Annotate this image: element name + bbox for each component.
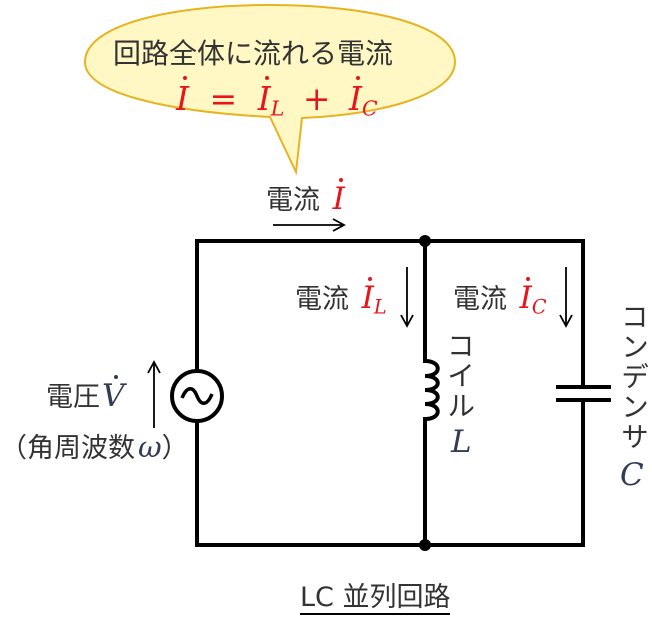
eq-I-dot: I xyxy=(176,76,190,118)
label-current-L-sub: L xyxy=(373,295,387,319)
bubble-equation: I = IL + IC xyxy=(176,76,378,121)
label-capacitor-symbol: C xyxy=(620,457,644,493)
diagram-title: LC 並列回路 xyxy=(300,583,451,616)
label-capacitor: コンデンサ xyxy=(617,302,650,452)
eq-plus: + xyxy=(302,79,331,118)
eq-IL-dot: I xyxy=(257,76,271,118)
label-voltage-symbol: V xyxy=(102,375,125,414)
label-voltage-text: 電圧 xyxy=(46,382,100,413)
label-current-C-sub: C xyxy=(531,295,547,319)
bubble-text: 回路全体に流れる電流 xyxy=(113,37,394,70)
label-coil: コイル xyxy=(443,331,476,421)
label-voltage: 電圧V xyxy=(46,375,125,414)
junction-bottom xyxy=(419,539,431,551)
eq-sub-L: L xyxy=(270,96,285,121)
label-total-current-text: 電流 xyxy=(266,185,320,216)
ac-source-icon xyxy=(170,369,224,423)
label-total-current-symbol: I xyxy=(332,178,345,217)
label-coil-symbol: L xyxy=(451,424,472,460)
eq-equals: = xyxy=(209,79,238,118)
arrow-current-L-icon xyxy=(400,267,414,328)
label-current-L-text: 電流 xyxy=(295,284,349,315)
label-current-C-text: 電流 xyxy=(453,284,507,315)
speech-bubble xyxy=(83,3,457,176)
label-omega-symbol: ω xyxy=(138,430,162,464)
wires xyxy=(195,239,585,547)
capacitor-icon xyxy=(556,385,611,402)
arrow-current-C-icon xyxy=(559,267,573,328)
arrow-voltage-icon xyxy=(147,360,161,428)
junction-top xyxy=(419,235,431,247)
label-current-L-symbol: I xyxy=(361,277,374,316)
eq-sub-C: C xyxy=(362,96,378,121)
label-angular-close: ） xyxy=(161,433,189,464)
label-current-C: 電流 IC xyxy=(453,277,547,319)
arrow-total-current-icon xyxy=(273,218,346,232)
eq-IC-dot: I xyxy=(348,76,363,118)
label-total-current: 電流 I xyxy=(266,178,345,217)
label-current-C-symbol: I xyxy=(519,277,532,316)
label-current-L: 電流 IL xyxy=(295,277,387,319)
inductor-coil-icon xyxy=(424,359,440,421)
label-angular-frequency-text: （角周波数 xyxy=(0,433,135,464)
